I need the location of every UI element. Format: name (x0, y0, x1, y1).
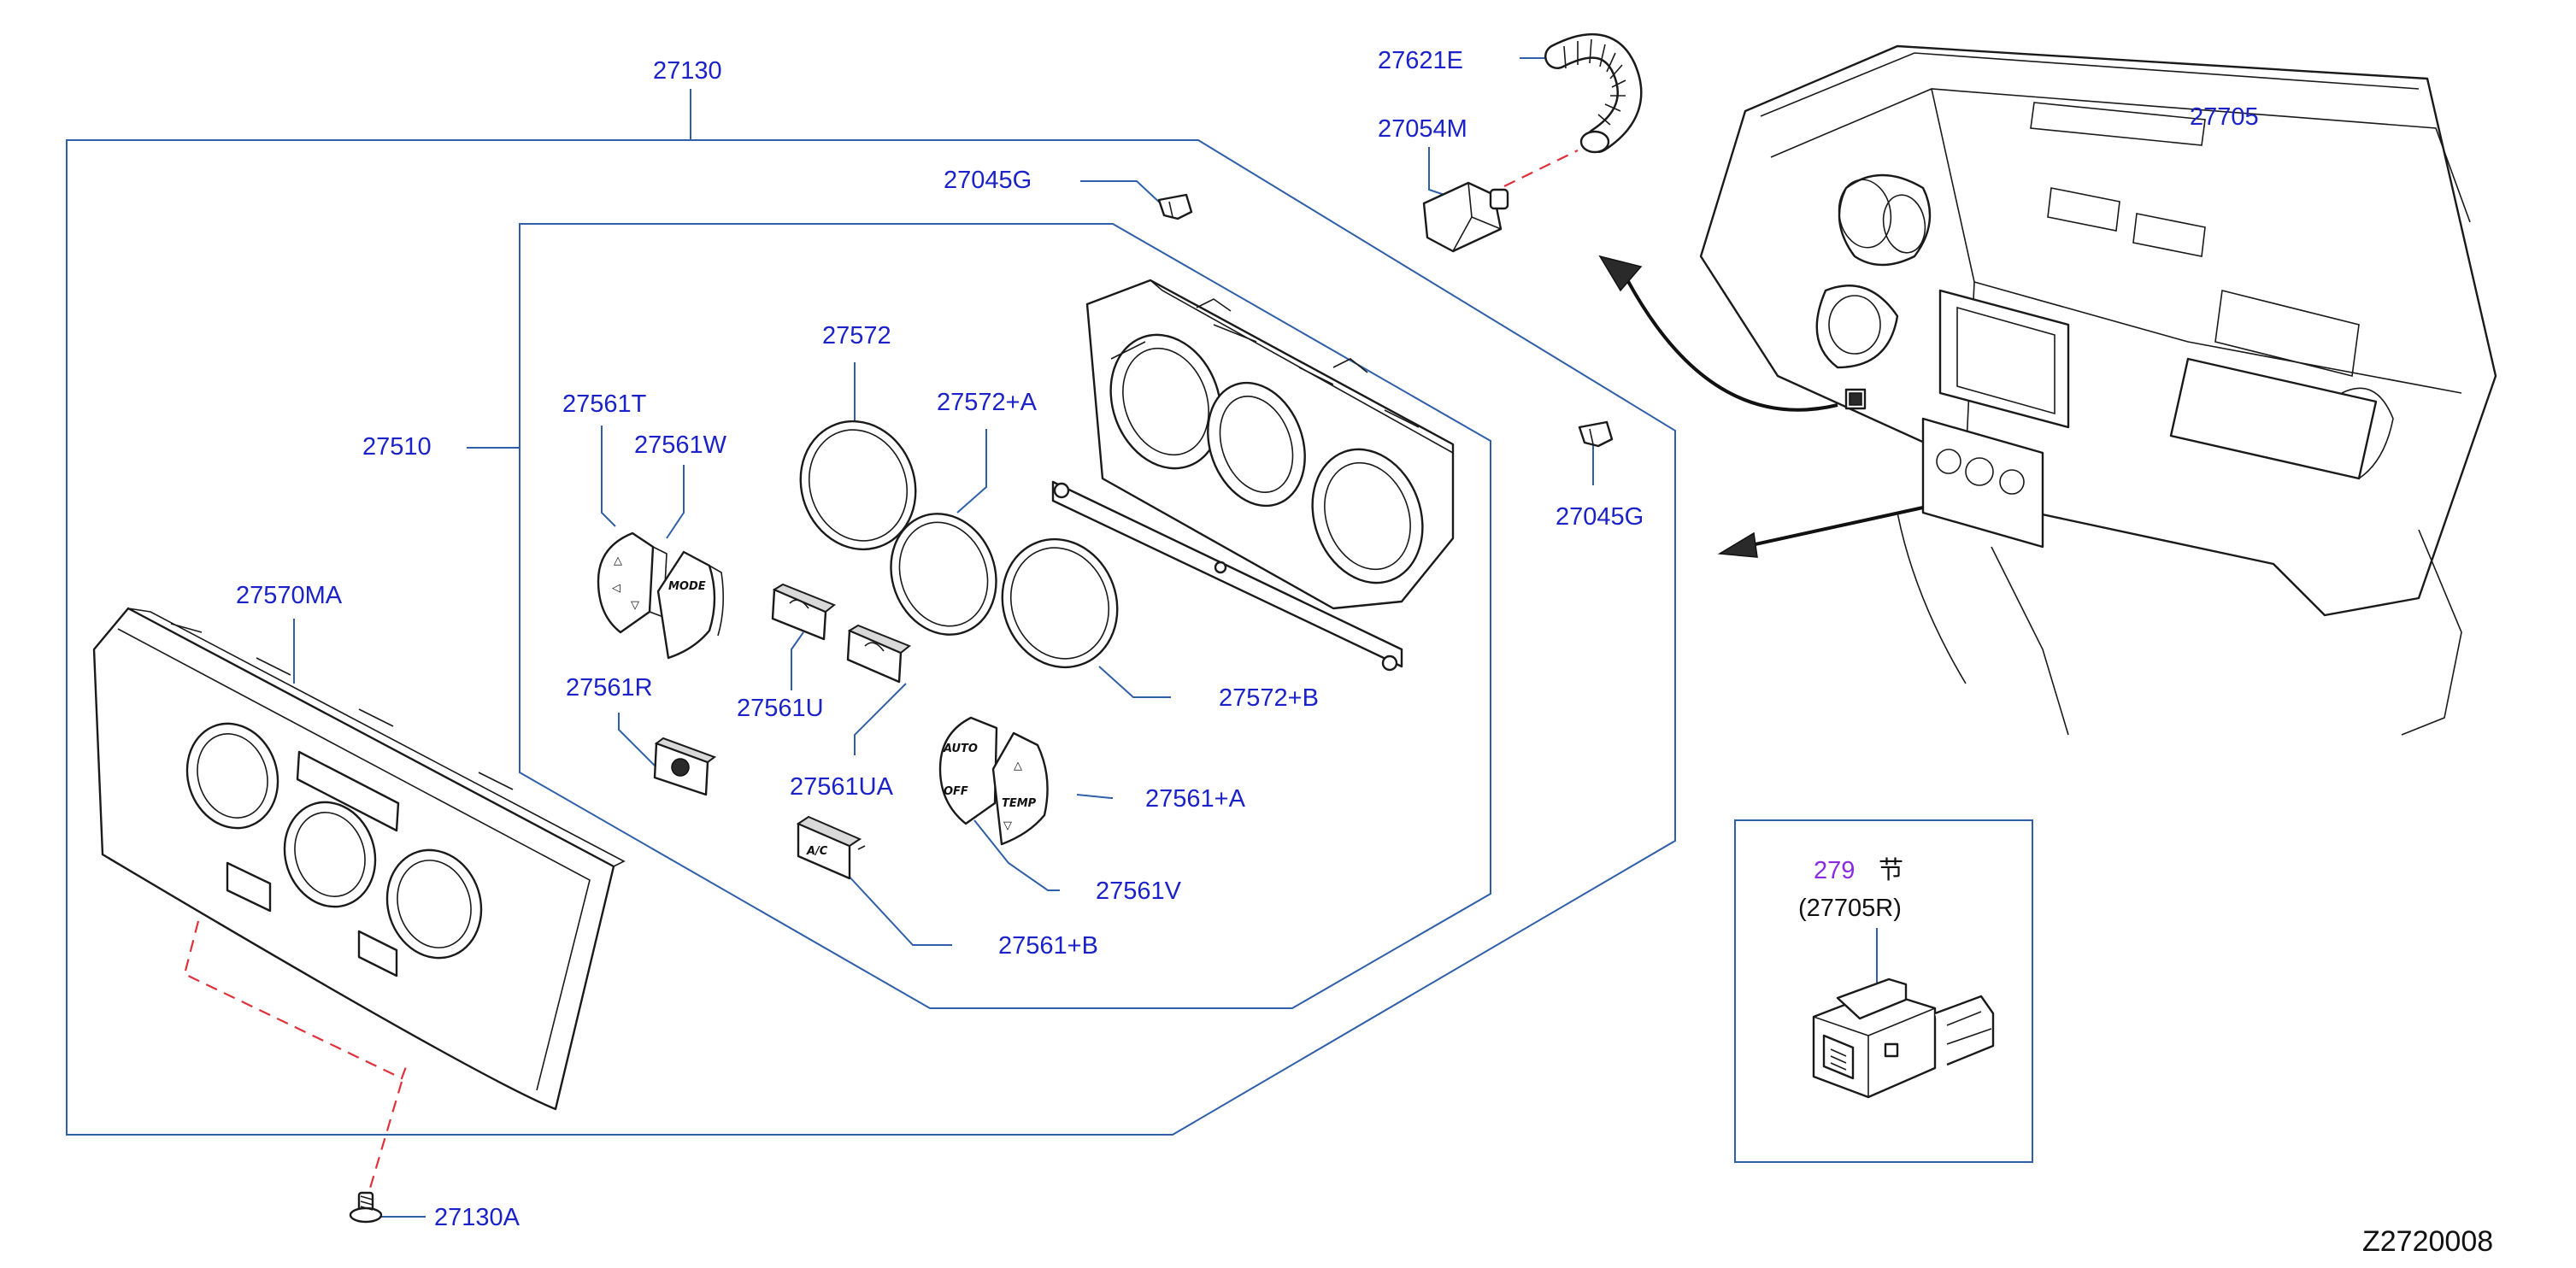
ac-label: A/C (806, 845, 828, 858)
off-label: OFF (944, 785, 968, 798)
clip-27045g-top (1157, 193, 1193, 220)
button-27561w: MODE (656, 550, 725, 660)
callout-27621e: 27621E (1378, 47, 1463, 74)
callout-27561a: 27561+A (1145, 785, 1246, 813)
hose-27621e (1544, 32, 1643, 154)
callout-27705: 27705 (2190, 103, 2259, 131)
ring-27572a (890, 513, 997, 636)
inset-labels: 279 节 (27705R) (1798, 856, 1903, 922)
callout-labels: 27130 27045G 27045G 27510 27572 27572+A … (236, 47, 2259, 1231)
svg-text:▽: ▽ (631, 599, 639, 612)
callout-27570ma: 27570MA (236, 582, 343, 609)
callout-27572a: 27572+A (937, 389, 1038, 416)
location-arrows (1598, 255, 1924, 558)
outer-assembly-frame (66, 139, 1676, 1136)
sensor-27054m (1422, 181, 1509, 253)
callout-27572b: 27572+B (1219, 684, 1319, 712)
callout-27045g-top: 27045G (944, 167, 1032, 194)
svg-text:△: △ (614, 555, 622, 567)
bezel-27570ma (92, 607, 626, 1111)
ring-27572b (1001, 537, 1119, 669)
callout-27572: 27572 (822, 322, 891, 349)
inset-ref-number: 279 (1814, 857, 1855, 884)
svg-text:▽: ▽ (1003, 819, 1012, 832)
callout-27561u: 27561U (737, 695, 824, 722)
callout-27561r: 27561R (566, 674, 653, 702)
button-27561t: △ ◁ ▽ (597, 531, 668, 634)
inset-box (1734, 819, 2033, 1163)
temp-label: TEMP (1002, 797, 1037, 810)
button-27561v: AUTO OFF (938, 716, 998, 825)
switch-27705r (1812, 977, 1995, 1099)
svg-text:△: △ (1014, 760, 1022, 772)
svg-text:◁: ◁ (612, 582, 620, 595)
button-27561u (771, 583, 836, 641)
control-unit-27510 (1051, 279, 1455, 672)
ring-27572 (799, 420, 917, 551)
heater-icon (1830, 1048, 1847, 1071)
callout-27054m: 27054M (1378, 115, 1467, 143)
clip-27045g-right (1578, 420, 1614, 448)
callout-27561v: 27561V (1096, 878, 1182, 905)
callout-27561ua: 27561UA (790, 773, 894, 801)
button-27561ua (846, 624, 911, 684)
auto-label: AUTO (943, 743, 978, 755)
inner-assembly-frame (519, 223, 1491, 1009)
callout-27045g-right: 27045G (1556, 503, 1644, 531)
callout-27561b: 27561+B (998, 932, 1098, 960)
dashboard-illustration (1699, 44, 2497, 736)
button-27561r (653, 737, 717, 796)
inset-part-number: (27705R) (1798, 895, 1902, 922)
mode-label: MODE (668, 580, 706, 593)
diagram-id: Z2720008 (2362, 1225, 2493, 1258)
callout-27561t: 27561T (562, 390, 647, 418)
callout-27561w: 27561W (634, 431, 727, 459)
screw-27130a (349, 1191, 383, 1224)
button-27561b: A/C (796, 815, 866, 880)
button-27561a: △ TEMP ▽ (991, 731, 1049, 846)
inset-ref-suffix: 节 (1879, 856, 1903, 884)
callout-27130: 27130 (653, 57, 722, 85)
callout-27510: 27510 (362, 433, 432, 461)
callout-27130a: 27130A (434, 1204, 520, 1231)
